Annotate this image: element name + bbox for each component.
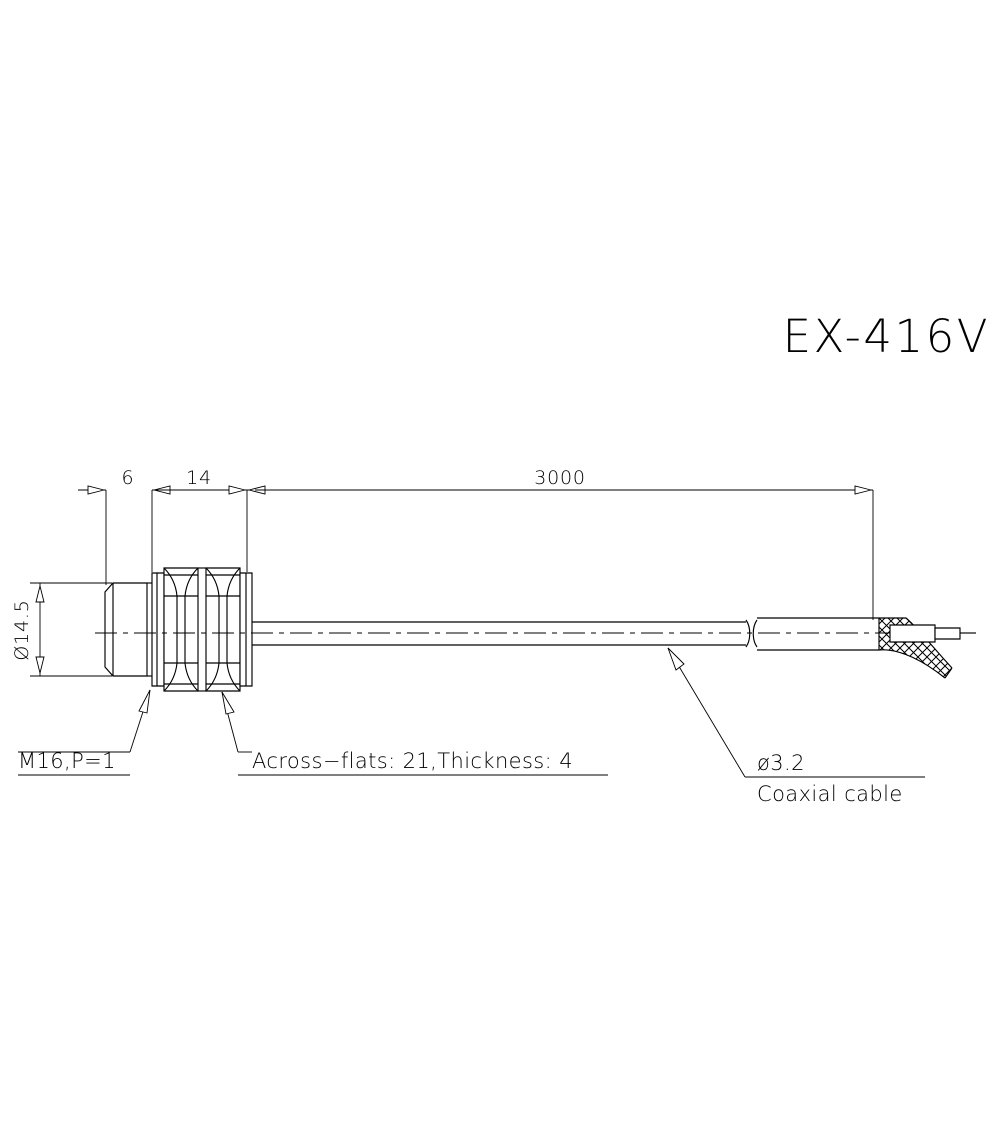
dimension-label-6: 6 [122,467,135,489]
leader-cable-note [667,647,925,777]
leader-thread-note [18,689,151,775]
cable-shield-braid [870,610,970,690]
dimension-line-diameter [30,583,112,676]
sensor-head [105,583,147,676]
leader-nut-note [221,691,608,775]
nut-gap [198,568,206,691]
dimension-label-14: 14 [186,467,212,489]
coaxial-cable-segment-1 [252,622,746,645]
coaxial-cable-segment-2 [757,618,879,650]
cable-gland-collar [240,573,252,686]
nut-note-label: Across−flats: 21,Thickness: 4 [252,749,573,773]
thread-note-label: M16,P=1 [18,749,116,773]
hex-nut-front [164,568,198,691]
dimension-label-diameter: Ø14.5 [11,599,33,660]
dimension-line-3000 [255,485,873,495]
m16-threaded-barrel [147,573,164,686]
drawing-title: EX-416V [783,310,990,363]
inner-conductor [890,625,976,642]
cable-diameter-label: ø3.2 [757,751,805,775]
extension-lines [106,490,873,620]
dimension-label-3000: 3000 [534,467,586,489]
hex-nut-rear [206,568,240,691]
cable-type-label: Coaxial cable [757,782,903,806]
